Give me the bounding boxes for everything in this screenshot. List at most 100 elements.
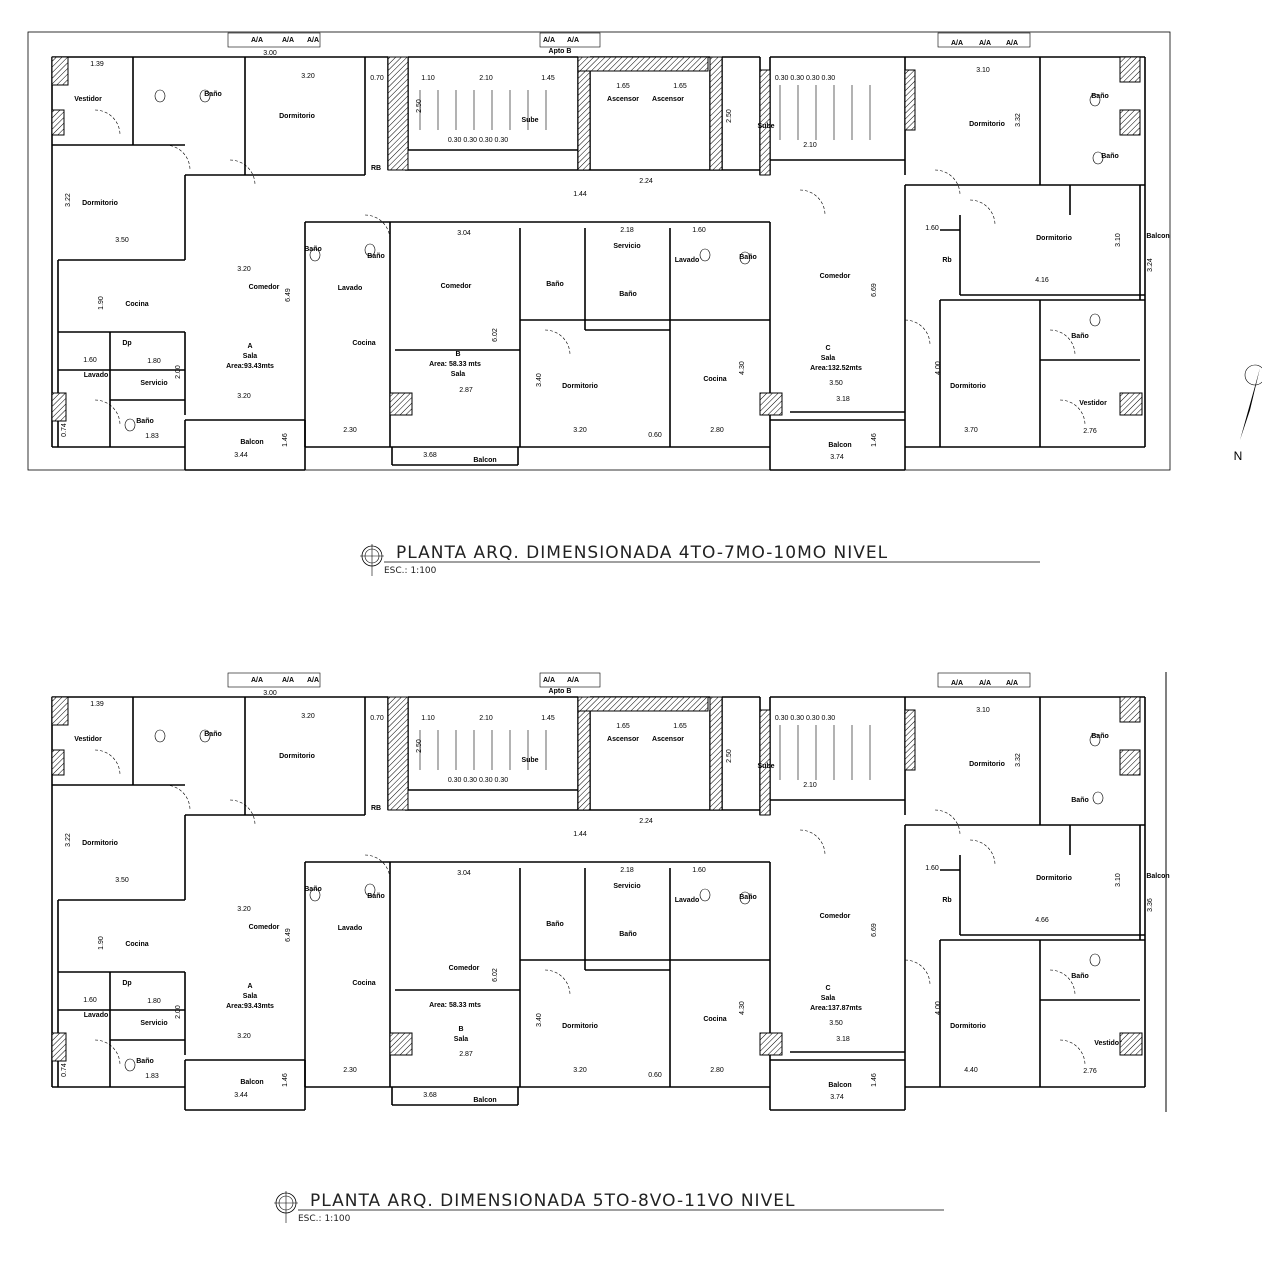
dimension-label: 0.74: [61, 1063, 68, 1077]
dimension-label: 3.10: [976, 67, 990, 74]
dimension-label: 1.60: [83, 997, 97, 1004]
room-label: Comedor: [249, 924, 280, 931]
room-label: A/A: [282, 37, 294, 44]
toilet-icon: [154, 89, 166, 103]
room-label: Dormitorio: [969, 121, 1005, 128]
room-label: Comedor: [449, 965, 480, 972]
toilet-icon: [199, 729, 211, 743]
room-label: Area:132.52mts: [810, 365, 862, 372]
room-label: A/A: [307, 37, 319, 44]
dimension-label: 4.00: [935, 361, 942, 375]
dimension-label: 0.60: [648, 1072, 662, 1079]
structural-column: [1119, 1032, 1143, 1056]
structural-column: [1119, 56, 1141, 83]
dimension-label: 1.60: [925, 225, 939, 232]
dimension-label: 3.20: [237, 266, 251, 273]
door-swing: [94, 749, 121, 776]
dimension-label: 3.20: [301, 73, 315, 80]
dimension-label: 1.46: [282, 1073, 289, 1087]
ac-unit-box: [227, 32, 321, 48]
dimension-label: 0.30 0.30 0.30 0.30: [448, 777, 508, 784]
dimension-label: 3.44: [234, 452, 248, 459]
dimension-label: 2.18: [620, 227, 634, 234]
room-label: Comedor: [820, 273, 851, 280]
dimension-label: 1.39: [90, 61, 104, 68]
dimension-label: 3.36: [1147, 898, 1154, 912]
room-label: A/A: [543, 677, 555, 684]
room-label: Balcon: [473, 457, 496, 464]
room-label: Vestidor: [74, 736, 102, 743]
door-swing: [799, 189, 826, 216]
dimension-label: 1.83: [145, 1073, 159, 1080]
floor-plan-5to-8vo-11vo: VestidorBañoDormitorioDormitorioCocinaCo…: [51, 672, 1170, 1111]
structural-column: [759, 392, 783, 416]
room-label: Lavado: [675, 897, 700, 904]
room-label: Sala: [243, 353, 258, 360]
door-swing: [934, 169, 961, 196]
room-label: Servicio: [140, 380, 167, 387]
toilet-icon: [1092, 791, 1104, 805]
toilet-icon: [124, 418, 136, 432]
dimension-label: 3.50: [829, 1020, 843, 1027]
dimension-label: 4.16: [1035, 277, 1049, 284]
structural-column: [904, 709, 916, 771]
structural-column: [387, 56, 409, 171]
room-label: A/A: [567, 37, 579, 44]
plan-title: PLANTA ARQ. DIMENSIONADA 4TO-7MO-10MO NI…: [396, 543, 888, 563]
room-label: A/A: [282, 677, 294, 684]
room-label: Sala: [821, 355, 836, 362]
structural-column: [51, 1032, 67, 1062]
dimension-label: 4.30: [739, 361, 746, 375]
dimension-label: 6.49: [285, 928, 292, 942]
room-label: A/A: [1006, 40, 1018, 47]
room-label: A/A: [1006, 680, 1018, 687]
room-label: Sube: [521, 757, 538, 764]
room-label: Dormitorio: [82, 840, 118, 847]
dimension-label: 3.22: [65, 193, 72, 207]
structural-column: [1119, 392, 1143, 416]
room-label: Sube: [757, 123, 774, 130]
room-label: Sala: [451, 371, 466, 378]
dimension-label: 0.74: [61, 423, 68, 437]
dimension-label: 1.60: [692, 867, 706, 874]
dimension-label: 1.65: [616, 83, 630, 90]
room-label: Baño: [739, 894, 757, 901]
room-label: Rb: [942, 897, 951, 904]
toilet-icon: [309, 888, 321, 902]
room-label: Cocina: [352, 980, 375, 987]
dimension-label: 1.10: [421, 75, 435, 82]
dimension-label: 0.70: [370, 75, 384, 82]
dimension-label: 2.50: [416, 739, 423, 753]
room-label: Cocina: [703, 1016, 726, 1023]
room-label: Area: 58.33 mts: [429, 1002, 481, 1009]
toilet-icon: [1089, 953, 1101, 967]
structural-column: [389, 392, 413, 416]
toilet-icon: [1089, 733, 1101, 747]
structural-column: [389, 1032, 413, 1056]
room-label: Rb: [942, 257, 951, 264]
ac-unit-box: [937, 672, 1031, 688]
room-label: Baño: [367, 893, 385, 900]
room-label: Lavado: [338, 925, 363, 932]
room-label: Vestidor: [1079, 400, 1107, 407]
room-label: Dormitorio: [969, 761, 1005, 768]
dimension-label: 3.20: [573, 1067, 587, 1074]
room-label: Dormitorio: [950, 1023, 986, 1030]
dimension-label: 2.18: [620, 867, 634, 874]
structural-column: [387, 696, 409, 811]
dimension-label: 6.69: [871, 283, 878, 297]
room-label: Dormitorio: [279, 753, 315, 760]
door-swing: [229, 799, 256, 826]
dimension-label: 2.80: [710, 1067, 724, 1074]
dimension-label: 1.46: [282, 433, 289, 447]
title-block-1: PLANTA ARQ. DIMENSIONADA 4TO-7MO-10MO NI…: [360, 543, 1040, 576]
structural-column: [904, 69, 916, 131]
dimension-label: 3.04: [457, 870, 471, 877]
dimension-label: 0.70: [370, 715, 384, 722]
ac-unit-box: [539, 32, 601, 48]
room-label: Sube: [757, 763, 774, 770]
room-label: Cocina: [703, 376, 726, 383]
dimension-label: 1.65: [673, 723, 687, 730]
ac-unit-box: [539, 672, 601, 688]
structural-column: [1119, 109, 1141, 136]
